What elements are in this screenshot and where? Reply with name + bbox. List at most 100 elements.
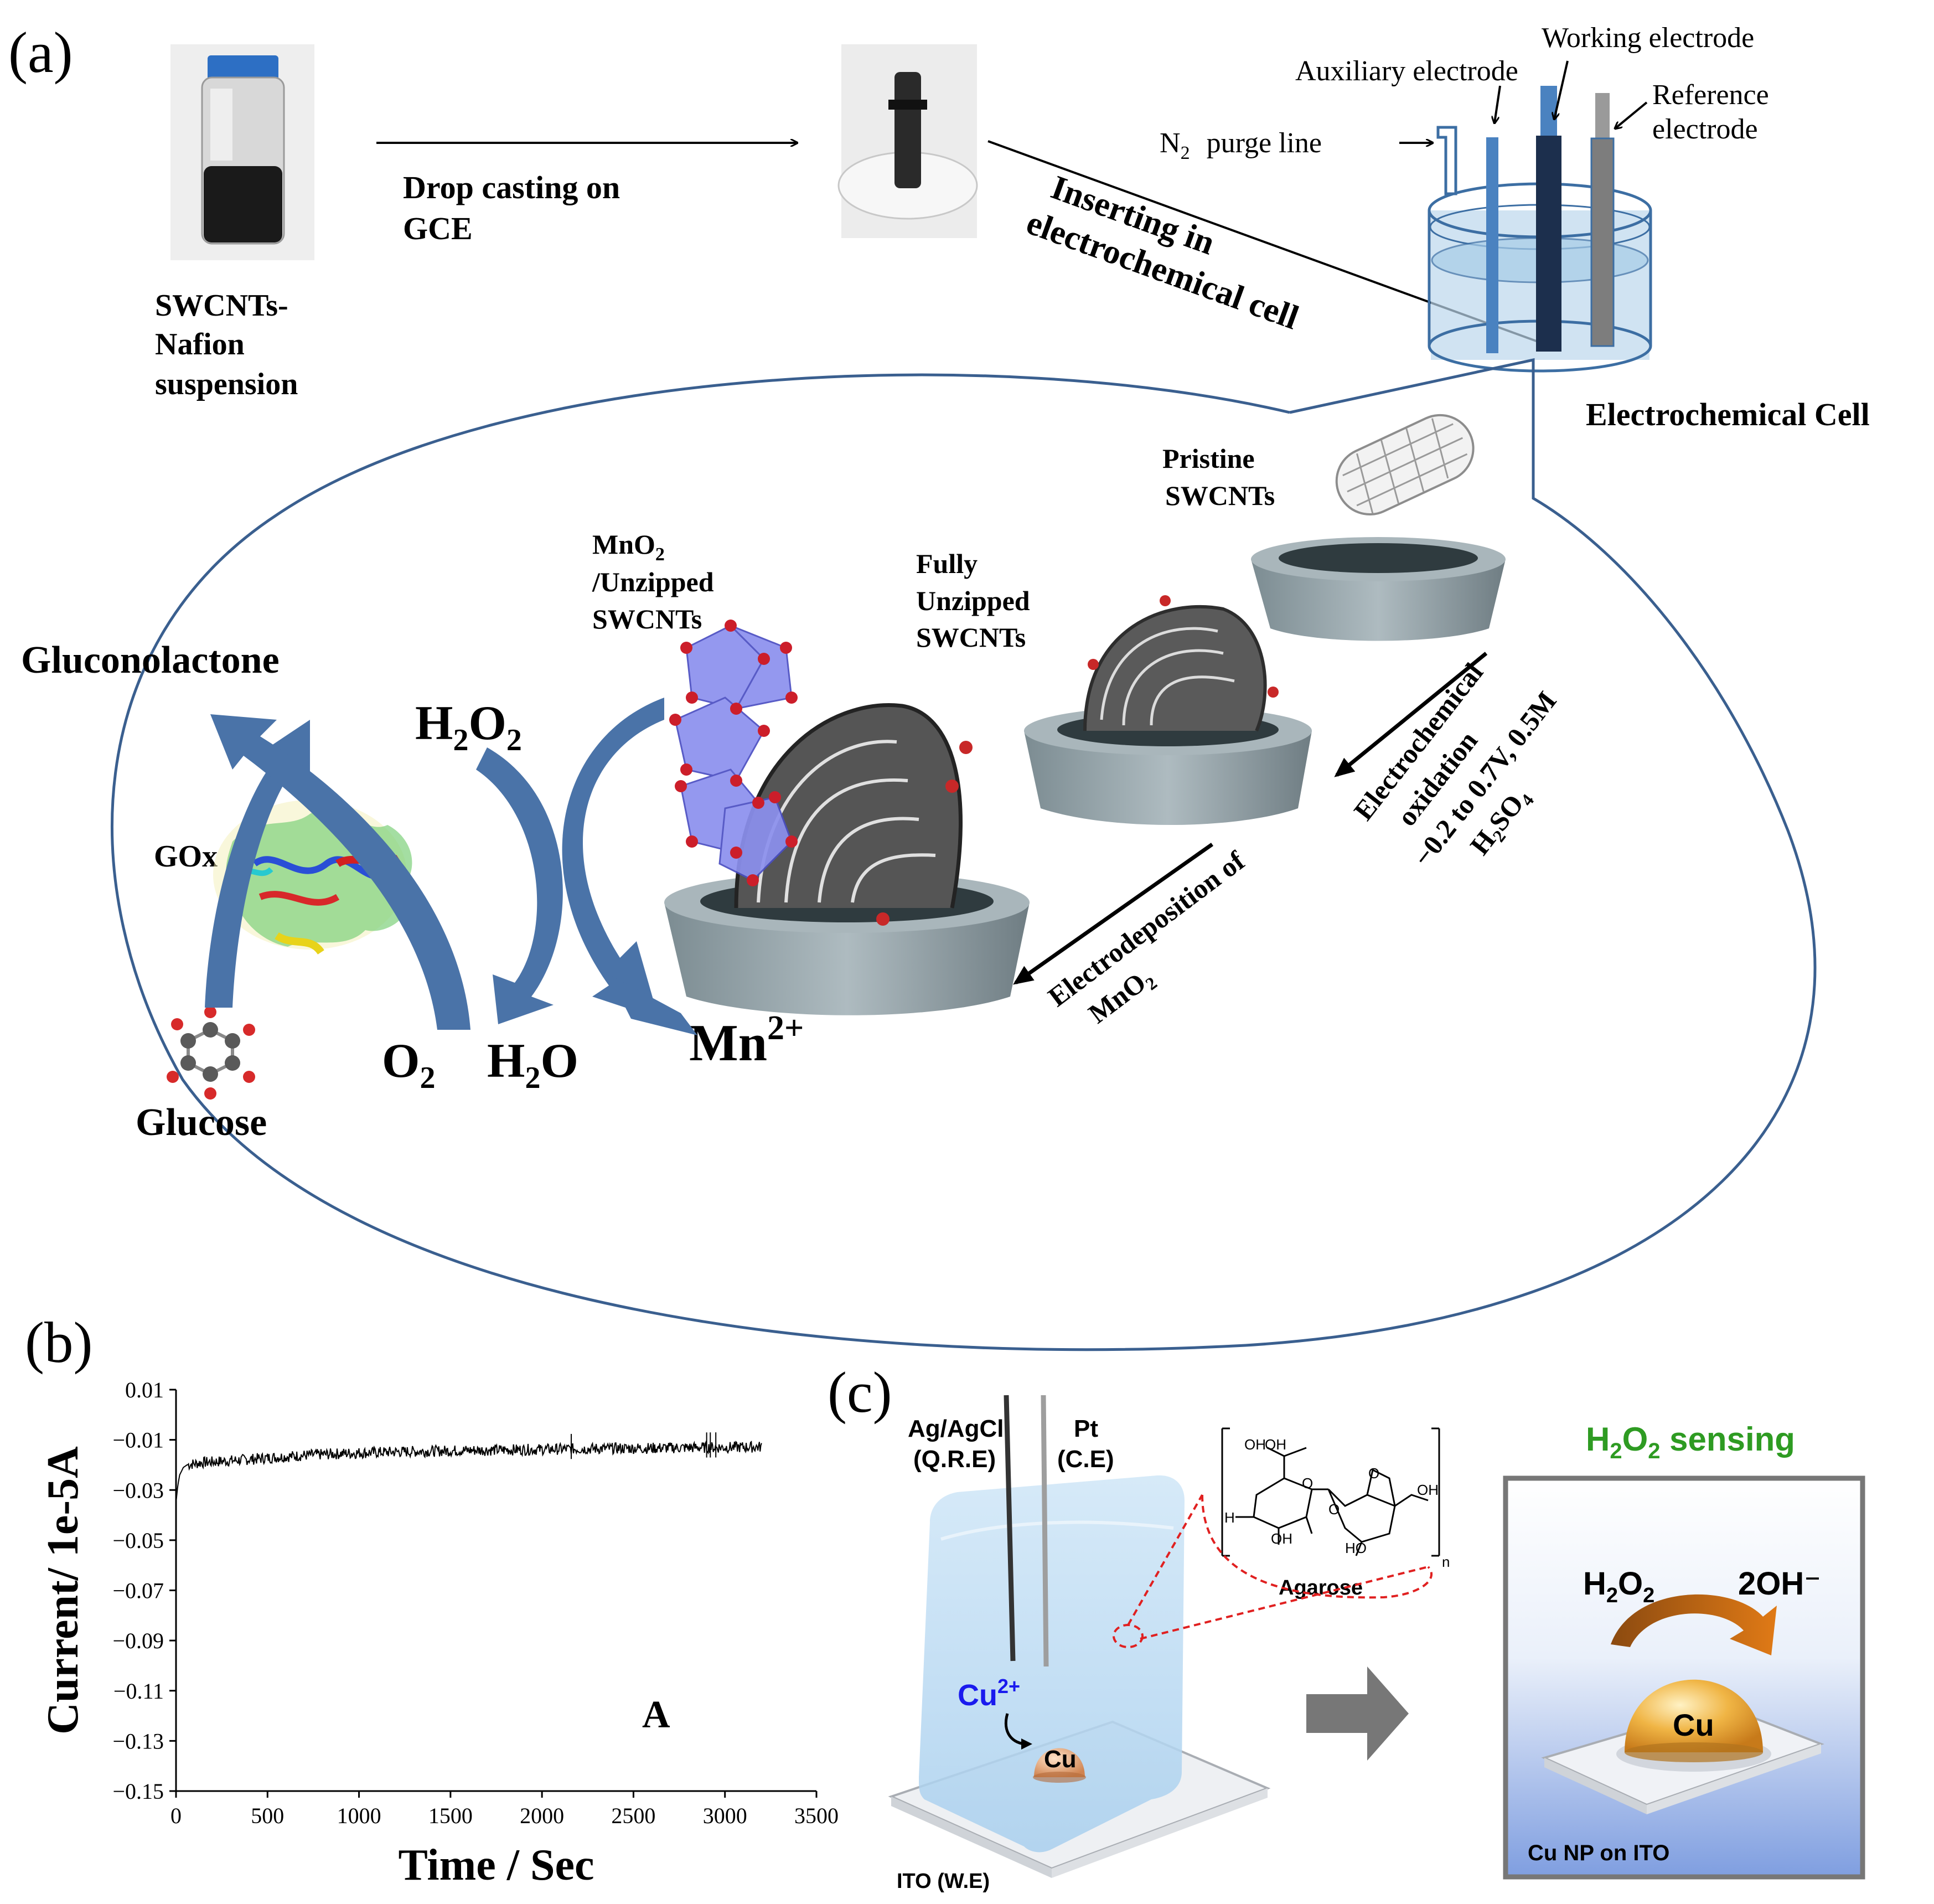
y-tick-label: −0.03 <box>112 1478 164 1503</box>
agarose-oh-4: OH <box>1417 1482 1439 1498</box>
agarose-oh-3: OH <box>1271 1530 1292 1547</box>
agarose-n: n <box>1442 1554 1450 1570</box>
reactant-o: O <box>1618 1566 1643 1602</box>
sensing-2a: 2 <box>1610 1439 1622 1463</box>
working-electrode-label: Working electrode <box>1542 22 1754 54</box>
sensing-2b: 2 <box>1648 1439 1660 1463</box>
reactant-2b: 2 <box>1643 1584 1654 1607</box>
cu-ion-cu: Cu <box>958 1679 997 1712</box>
large-cu-particle <box>1625 1679 1763 1752</box>
small-cu-particle <box>1034 1748 1085 1777</box>
vial-photo <box>170 44 314 260</box>
sensing-o: O <box>1622 1421 1648 1458</box>
glucose-label: Glucose <box>136 1101 267 1144</box>
purge-sub: 2 <box>1181 143 1190 163</box>
o2-label: O2 <box>382 1034 435 1095</box>
cell-caption: Electrochemical Cell <box>1586 396 1870 432</box>
electrochemical-cell <box>1428 86 1652 373</box>
series-line <box>175 1439 762 1503</box>
sensing-box <box>1503 1475 1865 1880</box>
h2o2-2a: 2 <box>453 723 468 757</box>
counter-electrode-label-1: Pt <box>1074 1415 1098 1442</box>
reference-electrode-label-1: Reference <box>1652 79 1769 111</box>
purge-n: N <box>1160 127 1181 159</box>
agarose-o-1: O <box>1302 1475 1313 1492</box>
sensing-title: H2O2 sensing <box>1586 1421 1795 1463</box>
reaction-arrow <box>1611 1594 1777 1655</box>
agarose-oh-1: OH <box>1244 1436 1266 1453</box>
mn2-charge: 2+ <box>767 1009 804 1047</box>
cu-ion-label: Cu2+ <box>958 1675 1020 1712</box>
small-cu-label: Cu <box>1044 1746 1077 1773</box>
x-tick-label: 2500 <box>611 1803 655 1828</box>
product-label: 2OH⁻ <box>1738 1566 1821 1602</box>
o2-o: O <box>382 1034 420 1088</box>
vial-caption-3: suspension <box>155 367 298 401</box>
fully-unzipped-label-3: SWCNTs <box>916 622 1026 653</box>
oxidation-arrow <box>1334 652 1488 777</box>
y-tick-label: −0.07 <box>112 1578 164 1603</box>
sensing-rest: sensing <box>1661 1421 1795 1458</box>
np-caption: Cu NP on ITO <box>1528 1841 1669 1865</box>
h2o2-o: O <box>468 696 506 750</box>
y-tick-label: 0.01 <box>125 1377 164 1402</box>
chart-annotation: A <box>642 1694 670 1736</box>
ref-electrode-wire <box>1004 1395 1016 1662</box>
mn2-mn: Mn <box>689 1014 767 1072</box>
purge-rest: purge line <box>1207 127 1322 159</box>
vial-caption-1: SWCNTs- <box>155 288 288 323</box>
zoom-ellipse <box>111 358 1817 1351</box>
sensing-h: H <box>1586 1421 1610 1458</box>
h2o-label: H2O <box>487 1034 578 1095</box>
reactant-h: H <box>1583 1566 1606 1602</box>
electrodeposition-arrow <box>1013 843 1214 985</box>
mno2-label: MnO2 <box>592 529 665 565</box>
mno2-label-2: /Unzipped <box>592 566 714 597</box>
chart-amperometry: 0.01−0.01−0.03−0.05−0.07−0.09−0.11−0.13−… <box>39 1377 839 1890</box>
x-tick-label: 2000 <box>520 1803 564 1828</box>
h2o2-h: H <box>415 696 453 750</box>
counter-electrode-label-2: (C.E) <box>1057 1446 1114 1473</box>
reactant-label: H2O2 <box>1583 1566 1654 1607</box>
mno2-label-sub: 2 <box>655 544 665 565</box>
mno2-label-3: SWCNTs <box>592 603 702 634</box>
drop-casting-label-2: GCE <box>403 210 473 246</box>
pristine-swcnt-cup <box>1251 414 1506 641</box>
h2o2-2b: 2 <box>506 723 522 757</box>
panel-a: (a) SWCNTs- Nafion suspension Drop casti… <box>8 20 1870 1351</box>
x-tick-label: 3000 <box>703 1803 747 1828</box>
pristine-label-2: SWCNTs <box>1165 480 1275 511</box>
y-tick-label: −0.09 <box>112 1628 164 1653</box>
h2o-h: H <box>487 1034 525 1088</box>
h2o-2: 2 <box>525 1061 540 1095</box>
drop-casting-label-1: Drop casting on <box>403 169 620 205</box>
panel-b: (b) 0.01−0.01−0.03−0.05−0.07−0.09−0.11−0… <box>25 1310 839 1890</box>
o2-2: 2 <box>420 1061 435 1095</box>
h2o-o: O <box>540 1034 578 1088</box>
x-tick-label: 1000 <box>337 1803 381 1828</box>
x-tick-label: 1500 <box>428 1803 473 1828</box>
pristine-label-1: Pristine <box>1162 443 1255 474</box>
gox-label: GOx <box>154 839 218 874</box>
mno2-unzipped-cup <box>664 620 1030 1015</box>
agarose-gel-block <box>919 1475 1185 1853</box>
reference-electrode-label-2: electrode <box>1652 113 1758 145</box>
y-tick-label: −0.13 <box>112 1728 164 1753</box>
purge-line-label: N2 purge line <box>1160 127 1322 163</box>
gce-photo <box>837 44 978 238</box>
fully-unzipped-cup <box>1024 595 1312 825</box>
cu-ion-arrow <box>1004 1713 1032 1750</box>
gluconolactone-label: Gluconolactone <box>21 639 280 682</box>
panel-a-label: (a) <box>8 20 73 85</box>
x-axis-title: Time / Sec <box>398 1841 594 1890</box>
agarose-o-2: O <box>1328 1501 1340 1518</box>
vial-caption-2: Nafion <box>155 327 245 362</box>
reactant-2a: 2 <box>1606 1584 1618 1607</box>
fully-unzipped-label-2: Unzipped <box>916 585 1030 616</box>
panel-b-label: (b) <box>25 1310 92 1375</box>
zoom-callout <box>1113 1494 1433 1648</box>
h2o2-label: H2O2 <box>415 696 522 757</box>
y-axis-title: Current/ 1e-5A <box>39 1446 87 1735</box>
